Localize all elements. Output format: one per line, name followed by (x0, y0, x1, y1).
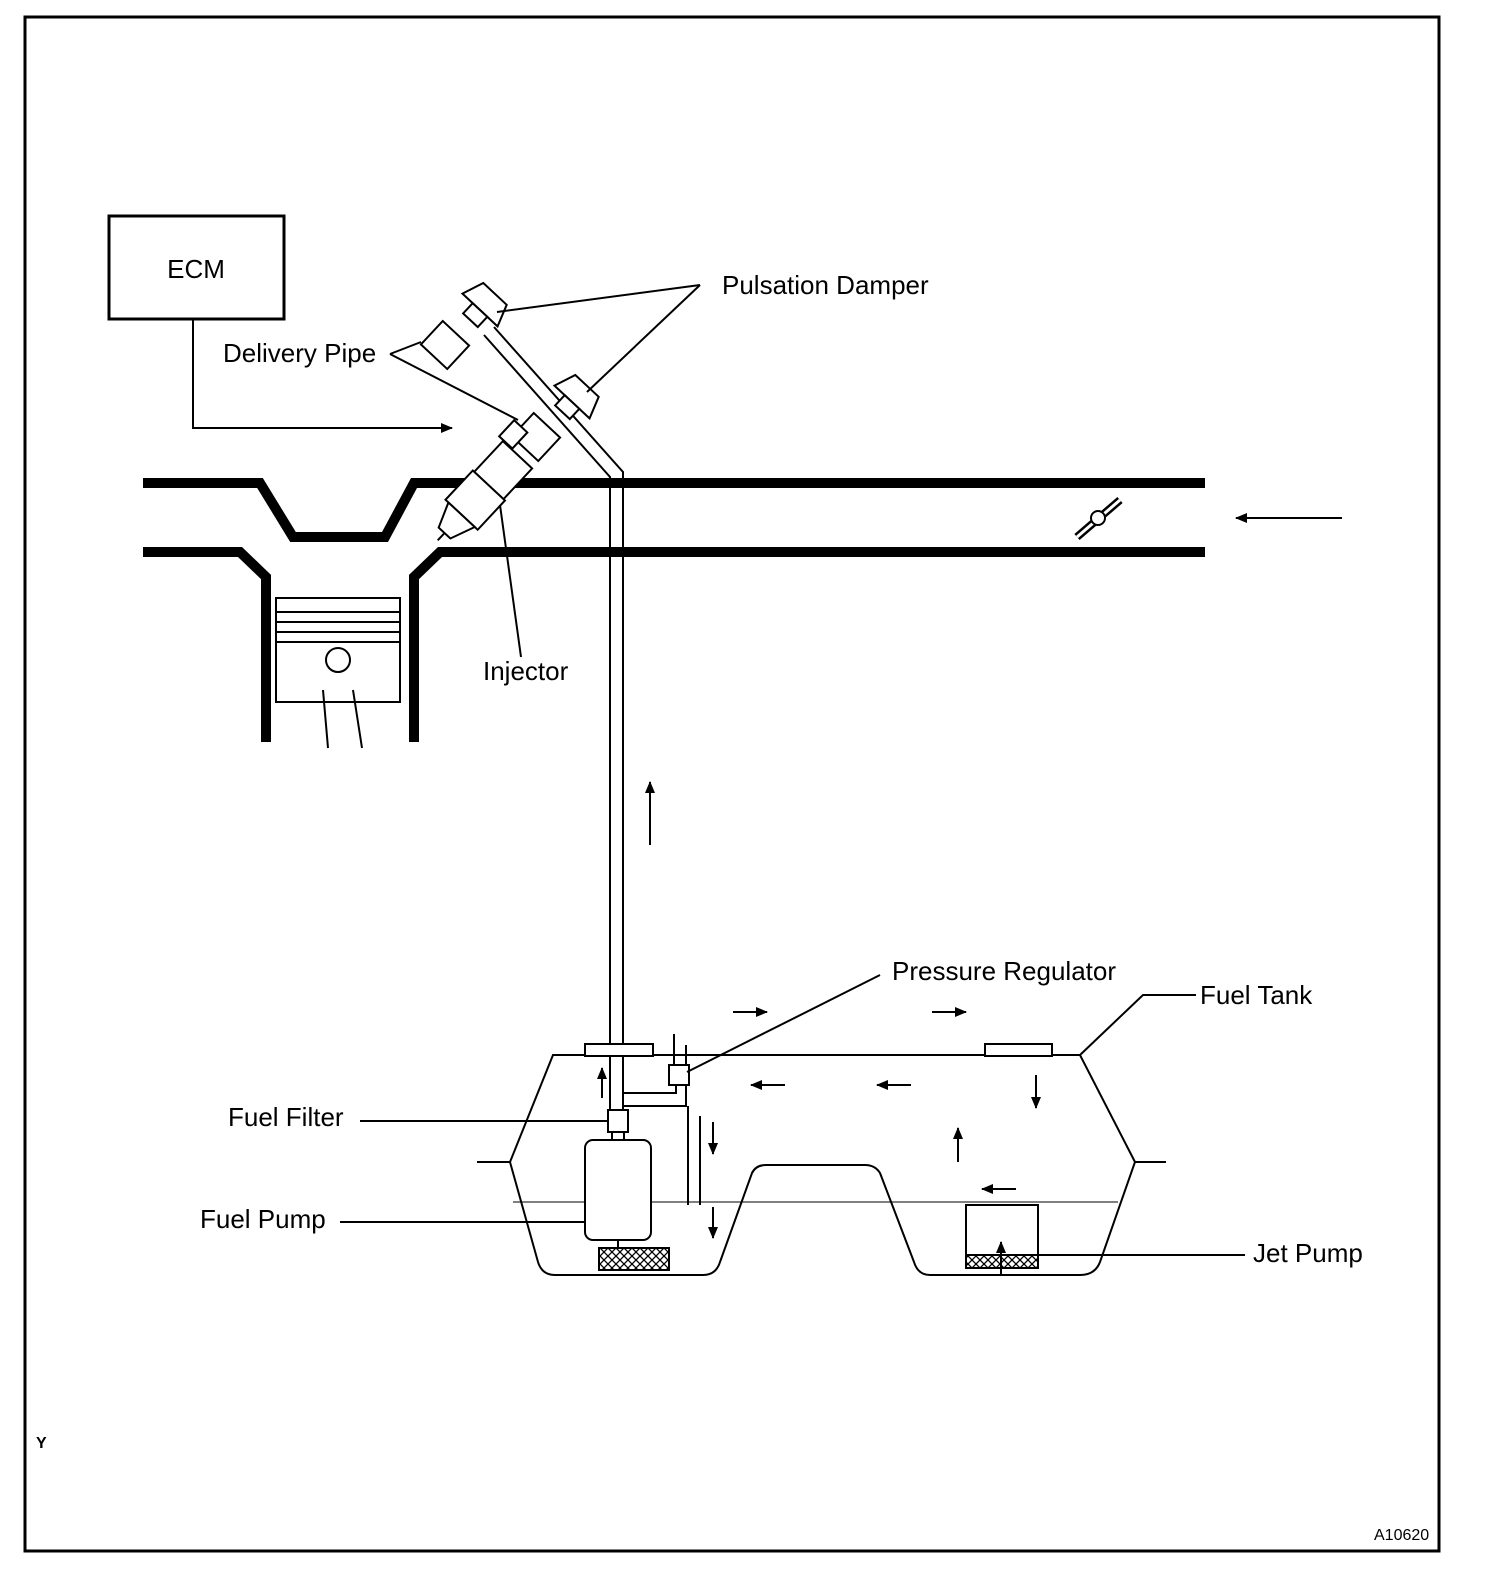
pulsation-damper-label: Pulsation Damper (722, 270, 929, 300)
fuel-tank-outline (508, 1054, 1137, 1276)
ecm-label: ECM (167, 254, 225, 284)
delivery-pipe-label: Delivery Pipe (223, 338, 376, 368)
fuel-supply-pipe (483, 326, 624, 1110)
pulsation-damper-upper (460, 281, 508, 329)
jet-pump (965, 1204, 1039, 1275)
return-pipe (673, 1034, 687, 1065)
tank-port-left (584, 1043, 654, 1057)
pressure-regulator-label: Pressure Regulator (892, 956, 1116, 986)
corner-mark: Y (36, 1435, 47, 1452)
pulsation-damper-lower (552, 373, 600, 421)
transfer-pipe (687, 1106, 701, 1205)
fuel-filter-label: Fuel Filter (228, 1102, 344, 1132)
tank-port-right (984, 1043, 1053, 1057)
injector-label: Injector (483, 656, 569, 686)
fuel-tank-label: Fuel Tank (1200, 980, 1313, 1010)
ecm-signal-wire (192, 319, 453, 433)
injector (436, 418, 534, 542)
throttle-valve (1074, 496, 1123, 541)
piston (275, 597, 401, 749)
fuel-pump (584, 1109, 670, 1271)
frame-border (23, 15, 1441, 1553)
pressure-regulator (668, 1064, 690, 1086)
jet-pump-label: Jet Pump (1253, 1238, 1363, 1268)
ecm-box: ECM (107, 214, 286, 321)
leader-lines (340, 284, 1245, 1256)
delivery-pipe (419, 319, 562, 463)
intake-manifold (143, 478, 1205, 742)
tank-flow-arrows (708, 1007, 1041, 1239)
figure-id: A10620 (1374, 1527, 1429, 1544)
fuel-pump-label: Fuel Pump (200, 1204, 326, 1234)
